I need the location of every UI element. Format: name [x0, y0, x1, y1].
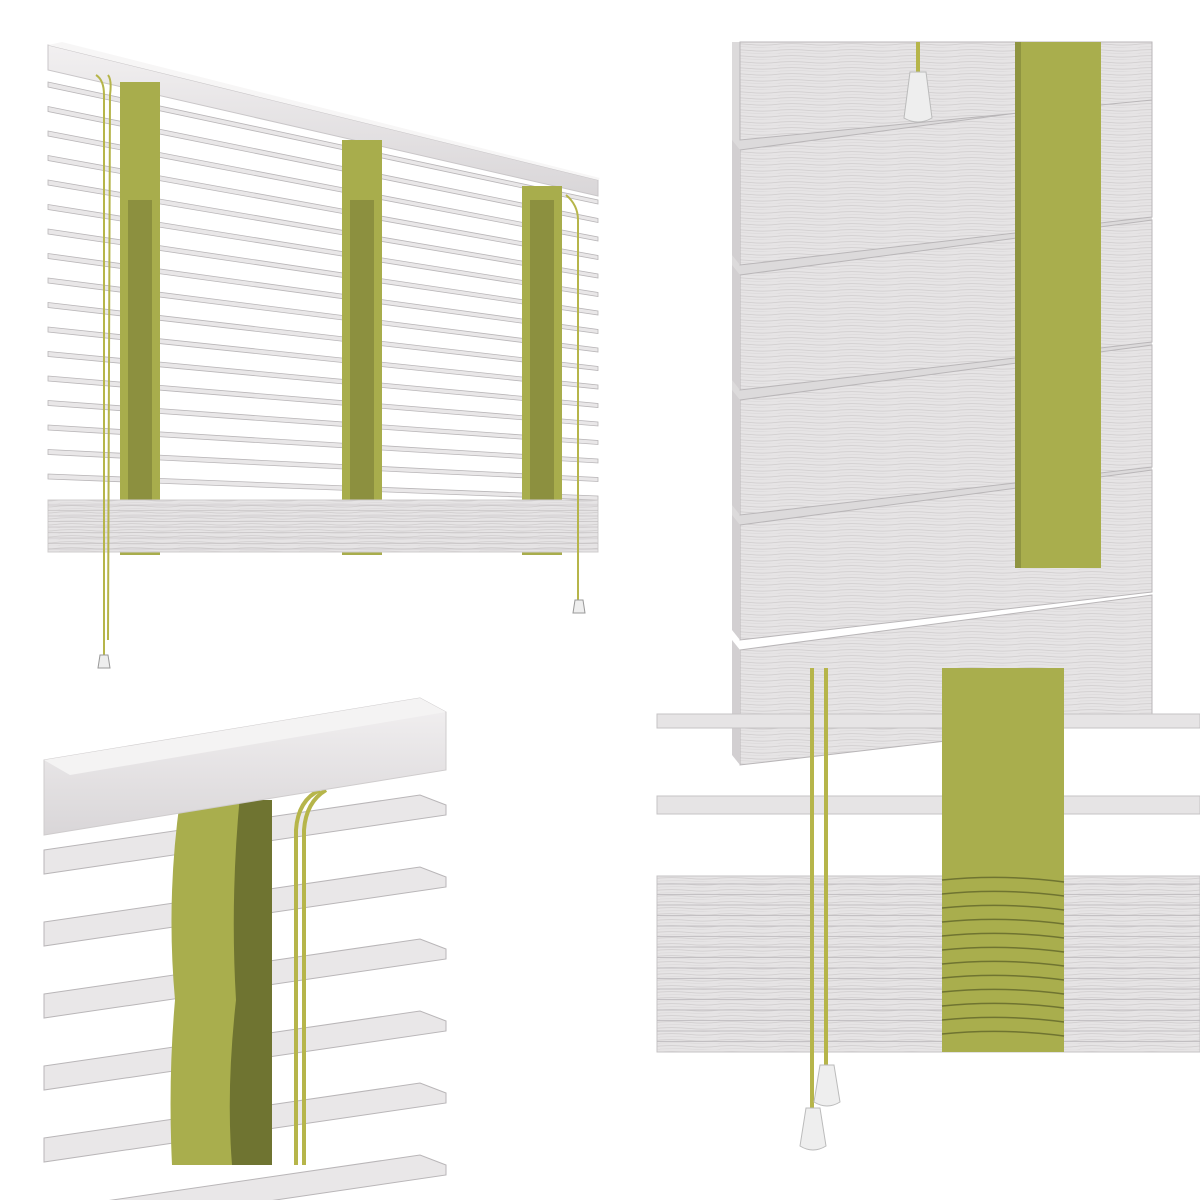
tape-shadow: [530, 200, 554, 500]
tilt-cords: [95, 74, 586, 669]
tilt-cord: [302, 788, 328, 1165]
tape-fold: [941, 1002, 1065, 1009]
slat: [47, 155, 599, 260]
head-rail: [43, 697, 447, 836]
slat: [47, 204, 599, 297]
tilt-cord: [294, 788, 321, 1165]
slat: [47, 253, 599, 334]
slat: [47, 130, 599, 242]
slat: [47, 302, 599, 371]
slat: [47, 179, 599, 279]
head-rail-top: [48, 42, 600, 180]
slat: [108, 1154, 447, 1200]
panel-slat-closeup: [732, 41, 1153, 766]
slat: [656, 795, 1200, 815]
tape-fold: [941, 988, 1065, 995]
tape-fold: [941, 1016, 1065, 1023]
slat-edge: [732, 515, 740, 640]
tape-fold: [941, 890, 1065, 897]
bottom-rail: [47, 499, 599, 553]
slat: [47, 375, 599, 427]
head-rail-top: [44, 698, 446, 775]
tape-fold: [941, 918, 1065, 925]
tape-folds: [941, 876, 1065, 1037]
slats: [47, 81, 599, 501]
cord-acorn-icon: [813, 1064, 841, 1107]
slat: [47, 326, 599, 390]
tape-fold: [941, 974, 1065, 981]
slat: [47, 351, 599, 408]
tape-shadow: [350, 200, 374, 500]
panel-headrail-closeup: [43, 697, 447, 1200]
tape-fold: [941, 904, 1065, 911]
ladder-tapes: [120, 82, 562, 555]
tape-fold: [941, 946, 1065, 953]
cord-acorn-icon: [799, 1107, 827, 1151]
slat: [47, 228, 599, 316]
slat: [656, 713, 1200, 729]
tape-fold: [941, 876, 1065, 883]
slat: [47, 424, 599, 464]
cord-acorn-icon: [572, 599, 586, 614]
cord-acorn-icon: [97, 654, 111, 669]
tape-fold: [941, 960, 1065, 967]
stacked-slats: [656, 875, 1200, 1053]
tilt-cord: [95, 74, 105, 655]
tape-fold: [941, 1030, 1065, 1037]
slat: [47, 449, 599, 482]
ladder-tape: [942, 668, 1064, 1052]
ladder-tape: [1015, 42, 1101, 568]
slat-edge: [732, 265, 740, 390]
slat-edge: [732, 640, 740, 765]
ladder-tape: [170, 795, 240, 1165]
tilt-cord: [107, 74, 112, 641]
panel-full-blind: [47, 42, 600, 669]
tilt-cord: [565, 194, 579, 600]
panel-stack-closeup: [656, 668, 1200, 1151]
cord-acorn-icon: [903, 71, 933, 123]
tape-shadow: [128, 200, 152, 500]
slat: [47, 106, 599, 223]
tape-fold: [941, 932, 1065, 939]
head-rail: [47, 44, 599, 197]
slat: [47, 81, 599, 205]
slat: [47, 400, 599, 445]
stacked-slats: [48, 504, 598, 550]
slat: [47, 277, 599, 353]
slat-edge: [732, 140, 740, 265]
stack-lines: [657, 883, 1200, 1042]
slat-edge: [732, 390, 740, 515]
